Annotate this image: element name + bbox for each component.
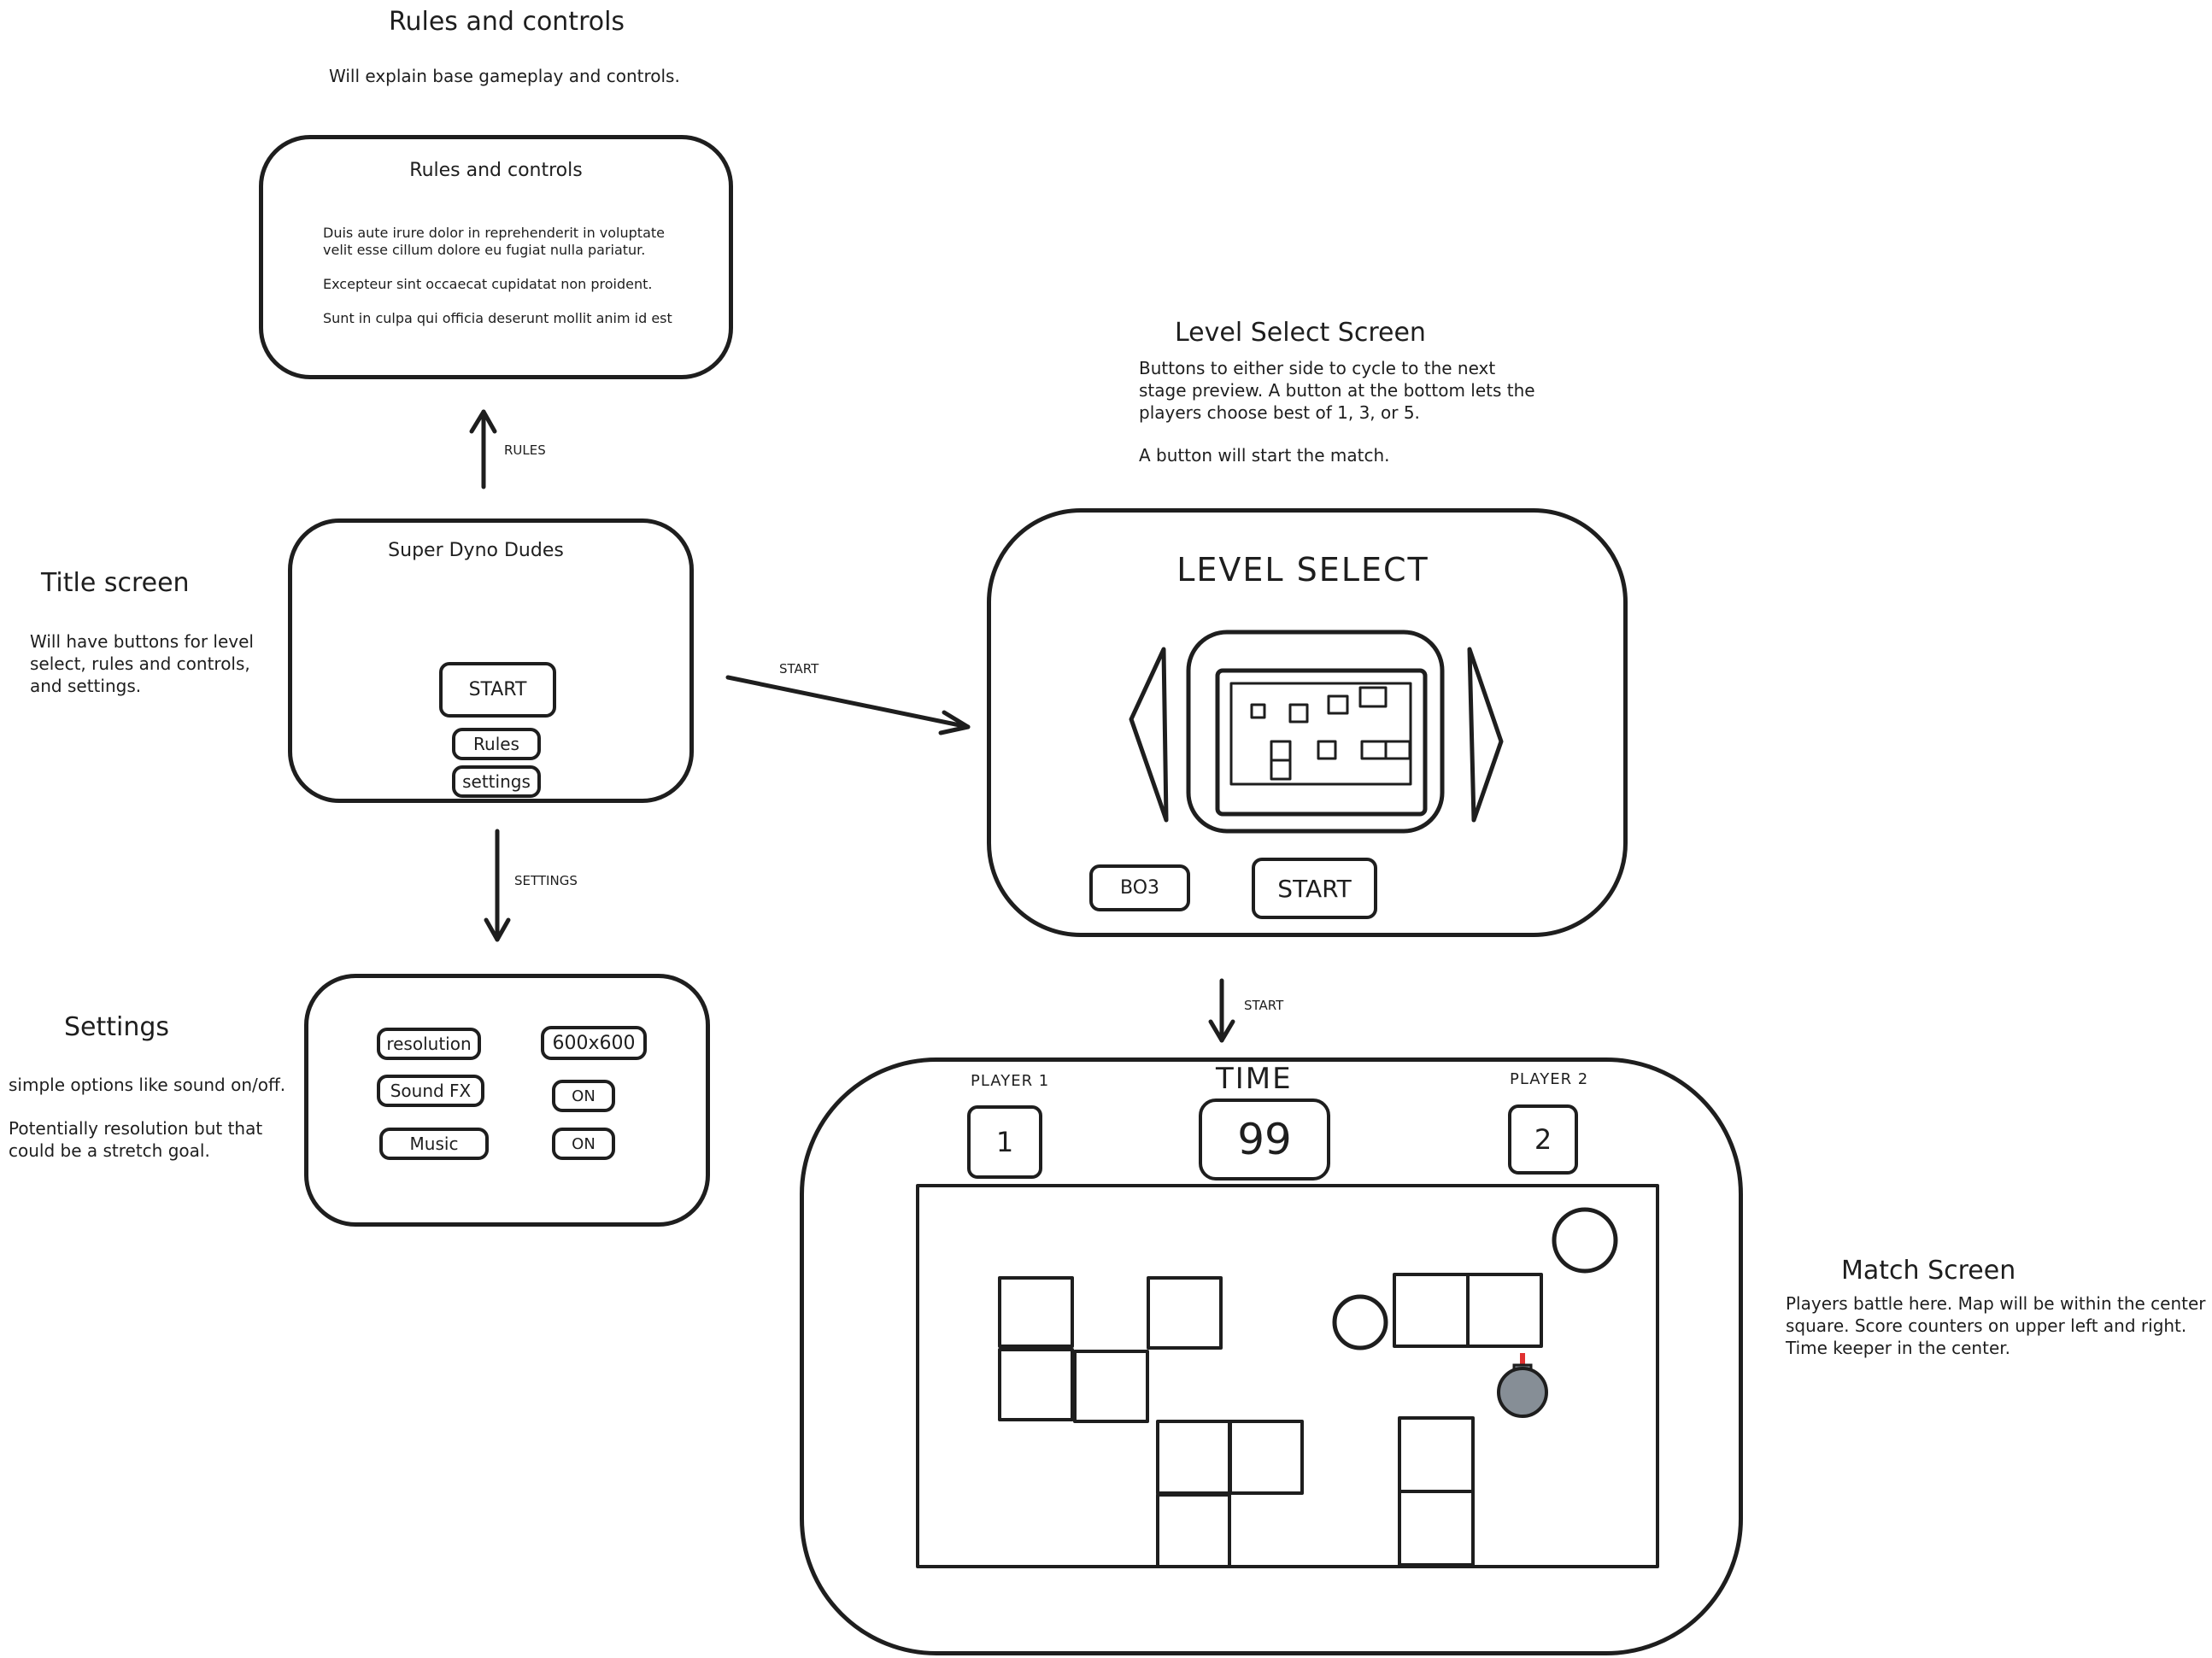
map-blocks	[998, 1273, 1543, 1568]
match-map-border	[916, 1184, 1659, 1568]
match-start-arrow-label: START	[1244, 998, 1284, 1013]
best-of-button[interactable]: BO3	[1089, 864, 1190, 911]
timer-value: 99	[1199, 1098, 1330, 1181]
match-screen: PLAYER 1 1 TIME 99 PLAYER 2 2	[800, 1057, 1743, 1655]
rules-screen: Rules and controls Duis aute irure dolor…	[259, 135, 733, 379]
start-arrow-label: START	[779, 661, 819, 677]
start-arrow	[725, 675, 971, 735]
settings-button[interactable]: settings	[452, 765, 541, 798]
resolution-label: resolution	[377, 1028, 481, 1060]
game-title: Super Dyno Dudes	[388, 540, 564, 561]
match-note-description: Players battle here. Map will be within …	[1786, 1293, 2206, 1358]
settings-arrow	[484, 829, 511, 942]
player-circle-icon	[1552, 1207, 1618, 1274]
rules-arrow-label: RULES	[504, 442, 546, 458]
level-start-button[interactable]: START	[1252, 858, 1377, 919]
settings-note-line2: Potentially resolution but that could be…	[9, 1118, 263, 1161]
sound-fx-label: Sound FX	[377, 1075, 484, 1107]
match-start-arrow	[1208, 978, 1235, 1043]
title-note-description: Will have buttons for level select, rule…	[30, 631, 254, 696]
rules-screen-paragraph: Sunt in culpa qui officia deserunt molli…	[323, 310, 672, 326]
resolution-select[interactable]: 600x600	[541, 1026, 647, 1060]
bomb-icon	[1497, 1353, 1548, 1418]
start-button[interactable]: START	[439, 662, 556, 718]
rules-button[interactable]: Rules	[452, 728, 541, 760]
settings-arrow-label: SETTINGS	[514, 873, 578, 888]
rules-note-description: Will explain base gameplay and controls.	[329, 66, 680, 86]
rules-note-title: Rules and controls	[389, 7, 625, 37]
stage-preview-map	[1229, 682, 1412, 786]
player1-score: 1	[967, 1105, 1042, 1179]
player-circle-icon	[1332, 1294, 1388, 1350]
music-label: Music	[379, 1128, 489, 1160]
sound-fx-toggle[interactable]: ON	[552, 1080, 615, 1112]
rules-screen-paragraph: Duis aute irure dolor in reprehenderit i…	[323, 225, 665, 258]
player1-label: PLAYER 1	[971, 1072, 1050, 1090]
rules-arrow	[469, 409, 497, 489]
rules-screen-title: Rules and controls	[409, 160, 583, 181]
title-note-title: Title screen	[41, 568, 190, 598]
stage-preview-inner	[1215, 668, 1428, 817]
level-select-title: LEVEL SELECT	[1176, 551, 1429, 589]
level-note-line2: A button will start the match.	[1139, 445, 1390, 466]
next-level-icon[interactable]	[1467, 647, 1504, 823]
match-note-title: Match Screen	[1841, 1256, 2016, 1286]
rules-screen-paragraph: Excepteur sint occaecat cupidatat non pr…	[323, 276, 653, 292]
settings-note-title: Settings	[64, 1012, 170, 1042]
player2-score: 2	[1508, 1104, 1578, 1175]
settings-note-line1: simple options like sound on/off.	[9, 1075, 286, 1095]
level-note-line1: Buttons to either side to cycle to the n…	[1139, 358, 1535, 423]
previous-level-icon[interactable]	[1129, 647, 1169, 823]
stage-preview-frame	[1186, 630, 1445, 834]
settings-screen: resolution 600x600 Sound FX ON Music ON	[304, 974, 710, 1227]
player2-label: PLAYER 2	[1510, 1070, 1589, 1088]
level-note-title: Level Select Screen	[1175, 318, 1426, 348]
music-toggle[interactable]: ON	[552, 1128, 615, 1160]
title-screen: Super Dyno Dudes START Rules settings	[288, 518, 694, 803]
timer-label: TIME	[1216, 1062, 1293, 1096]
